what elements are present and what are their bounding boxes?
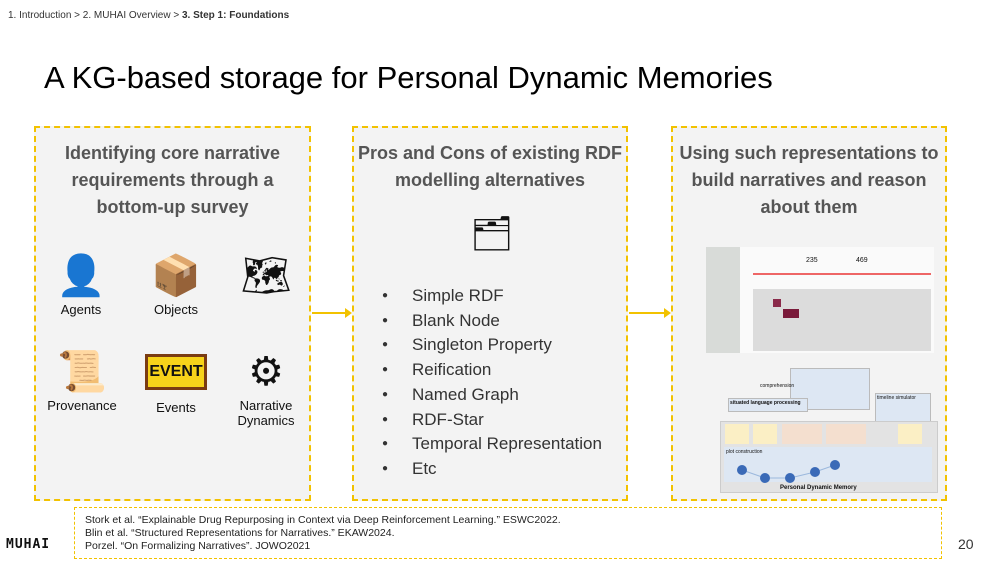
arrow-right — [629, 308, 671, 318]
rdf-box: Pros and Cons of existing RDF modelling … — [352, 126, 628, 501]
list-item: Singleton Property — [382, 333, 602, 358]
list-item: Reification — [382, 358, 602, 383]
rdf-heading: Pros and Cons of existing RDF modelling … — [357, 143, 623, 190]
diagram-label: Personal Dynamic Memory — [780, 485, 857, 491]
survey-heading: Identifying core narrative requirements … — [64, 143, 281, 217]
reference: Stork et al. “Explainable Drug Repurposi… — [85, 514, 561, 526]
diagram-label: comprehension — [760, 383, 795, 389]
list-item: Simple RDF — [382, 284, 602, 309]
narratives-heading: Using such representations to build narr… — [679, 143, 939, 217]
range-slider[interactable] — [753, 273, 931, 275]
arrow-right — [312, 308, 352, 318]
list-item: Named Graph — [382, 383, 602, 408]
crumb-2[interactable]: 2. MUHAI Overview — [82, 10, 171, 21]
crumb-1[interactable]: 1. Introduction — [8, 10, 72, 21]
map-icon: 🗺 — [240, 254, 292, 298]
gears-icon: ⚙Narrative Dynamics — [237, 350, 295, 428]
page-number: 20 — [958, 536, 974, 552]
list-item: RDF-Star — [382, 408, 602, 433]
survey-box: Identifying core narrative requirements … — [34, 126, 311, 501]
stat-value: 235 — [806, 257, 818, 264]
slide-title: A KG-based storage for Personal Dynamic … — [44, 60, 773, 95]
list-item: Blank Node — [382, 309, 602, 334]
architecture-diagram: timeline simulator comprehension situate… — [720, 363, 938, 493]
rdf-alternatives-list: Simple RDF Blank Node Singleton Property… — [382, 284, 602, 482]
list-item: Etc — [382, 457, 602, 482]
dashboard-screenshot: 235 469 — [706, 247, 934, 353]
crumb-current: 3. Step 1: Foundations — [181, 10, 290, 21]
scroll-check-icon: 📜Provenance — [47, 350, 117, 413]
dashboard-sidebar — [706, 247, 740, 353]
list-item: Temporal Representation — [382, 432, 602, 457]
person-icon: 👤Agents — [56, 254, 106, 317]
breadcrumb: 1. Introduction > 2. MUHAI Overview > 3.… — [8, 10, 290, 21]
references: Stork et al. “Explainable Drug Repurposi… — [74, 507, 942, 559]
reference: Porzel. “On Formalizing Narratives”. JOW… — [85, 540, 311, 552]
data-network-icon: 🗂 — [470, 215, 514, 253]
box-icon: 📦Objects — [151, 254, 201, 317]
muhai-logo: MUHAI — [6, 537, 51, 552]
world-map — [753, 289, 931, 351]
stat-value: 469 — [856, 257, 868, 264]
reference: Blin et al. “Structured Representations … — [85, 527, 395, 539]
